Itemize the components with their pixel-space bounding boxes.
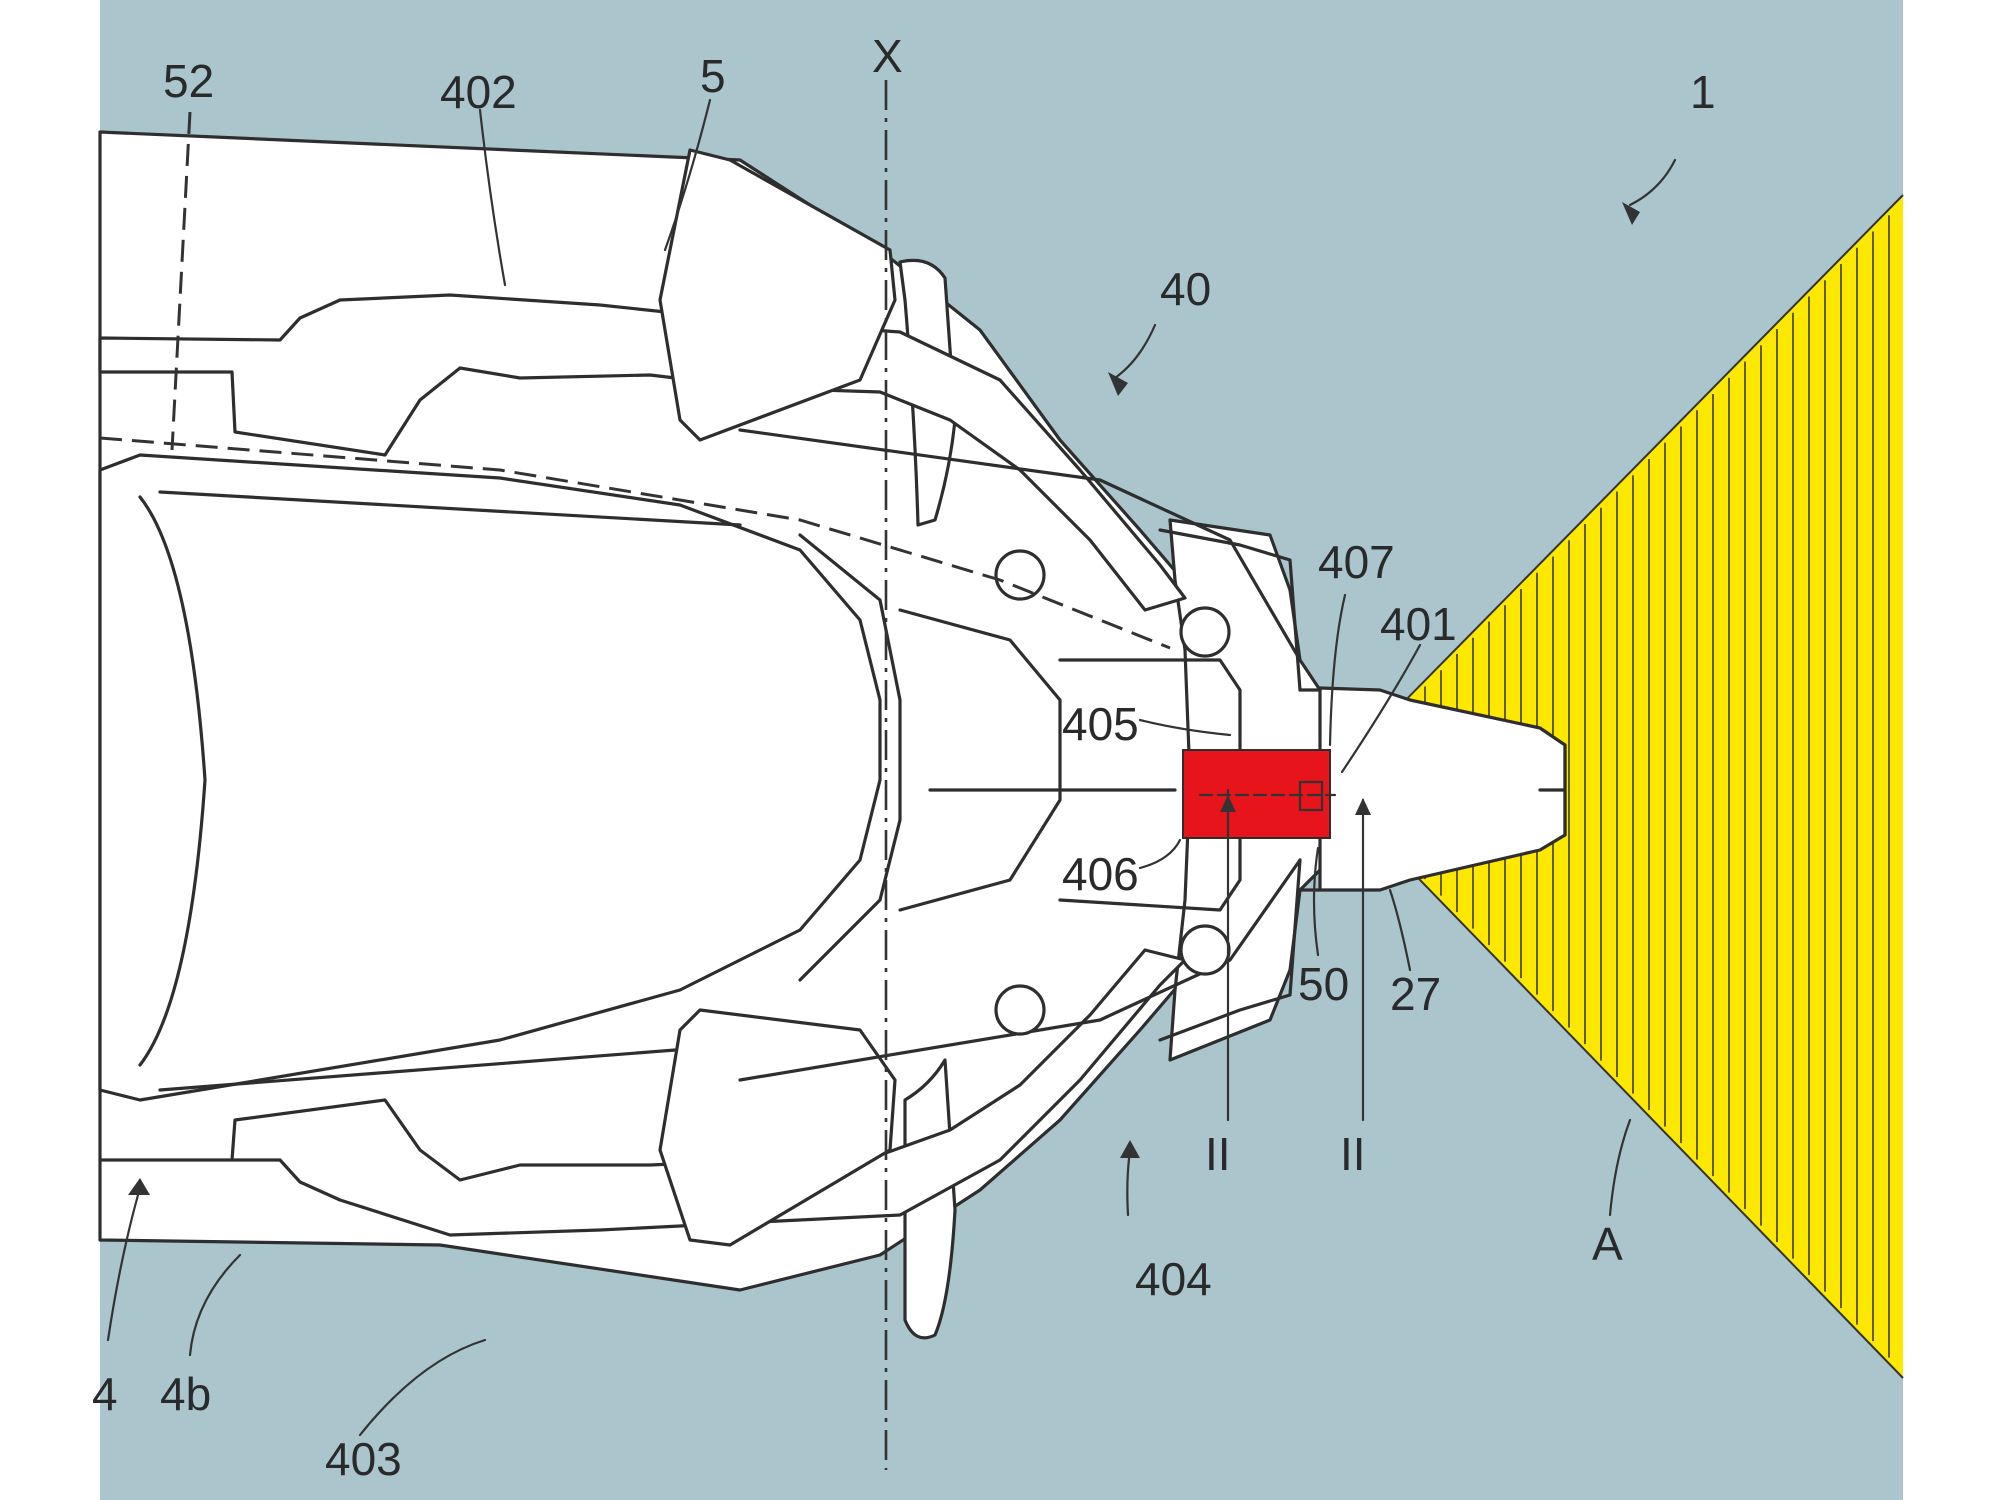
reference-labels: 1 52 402 5 X 40 407 401 405 406 50 27 4b…	[92, 30, 1716, 1485]
label-406: 406	[1062, 848, 1139, 900]
label-27: 27	[1390, 968, 1441, 1020]
seat-top-line	[158, 490, 742, 527]
lower-rear-fender	[658, 1008, 897, 1247]
label-52: 52	[163, 55, 214, 107]
label-405: 405	[1062, 698, 1139, 750]
sensor-lens	[1298, 780, 1324, 812]
section-arrow-right	[1355, 798, 1371, 815]
label-a: A	[1592, 1218, 1623, 1270]
seat-edge	[138, 495, 207, 1067]
grab-rails	[98, 293, 1187, 1237]
label-5: 5	[700, 50, 726, 102]
right-margin	[1903, 0, 2000, 1500]
label-403: 403	[325, 1433, 402, 1485]
label-4: 4	[92, 1368, 118, 1420]
beam-edge	[1324, 781, 1904, 1379]
label-4b: 4b	[160, 1368, 211, 1420]
label-1: 1	[1690, 66, 1716, 118]
seat	[98, 453, 882, 1102]
label-ii-right: II	[1340, 1128, 1366, 1180]
label-ii-left: II	[1205, 1128, 1231, 1180]
label-50: 50	[1298, 958, 1349, 1010]
section-arrow-left	[1220, 795, 1236, 812]
label-407: 407	[1318, 536, 1395, 588]
beam-edge	[1324, 194, 1904, 783]
bolts	[994, 549, 1231, 1036]
dashed-leader-52	[170, 111, 192, 451]
dashed-line-52	[99, 436, 1171, 650]
label-402: 402	[440, 66, 517, 118]
seat-bottom-line	[158, 1043, 742, 1092]
left-margin	[0, 0, 100, 1500]
label-40: 40	[1160, 263, 1211, 315]
label-404: 404	[1135, 1253, 1212, 1305]
lower-grab-rail	[98, 948, 1187, 1237]
leader-lines	[106, 98, 1677, 1437]
upper-grab-rail	[98, 293, 1187, 612]
label-x: X	[872, 30, 903, 82]
sensor-beam-area	[1325, 195, 1903, 1378]
label-401: 401	[1380, 598, 1457, 650]
upper-rear-fender	[658, 148, 897, 442]
